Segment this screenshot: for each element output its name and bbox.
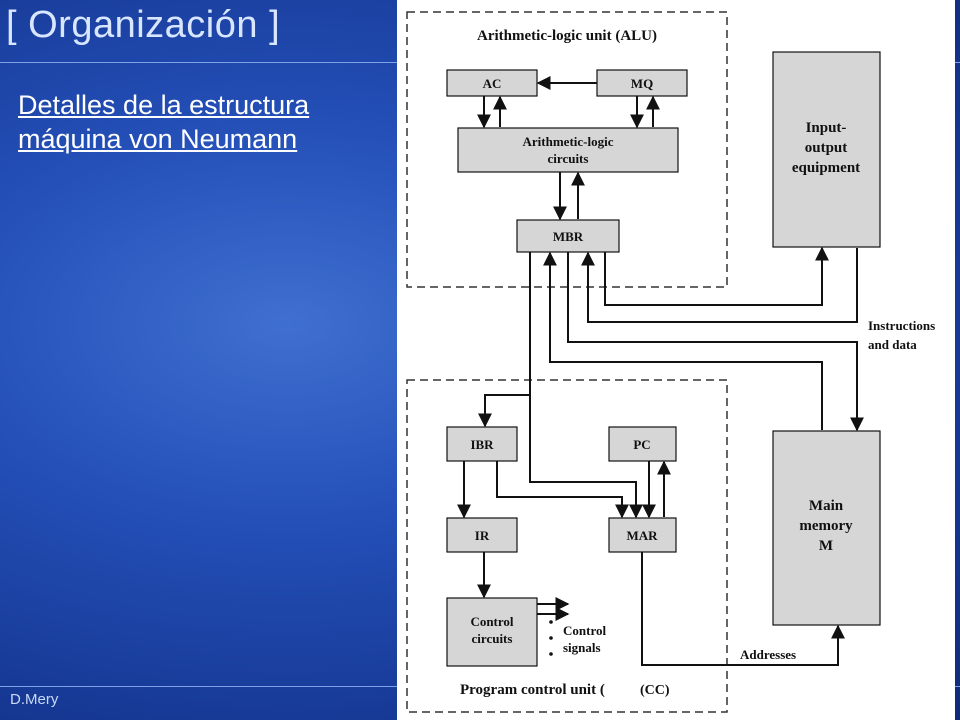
io-label-3: equipment [792, 160, 860, 176]
io-label-2: output [805, 140, 848, 156]
mar-register [608, 517, 677, 553]
pc-register [608, 426, 677, 462]
pc-label: PC [633, 437, 650, 452]
author-label: D.Mery [10, 691, 59, 708]
mbr-label: MBR [553, 229, 584, 244]
ibr-label: IBR [470, 437, 494, 452]
ac-label: AC [483, 76, 502, 91]
slide-subtitle: Detalles de la estructura máquina von Ne… [18, 88, 398, 156]
ac-register [446, 69, 538, 97]
control-circuits-label-1: Control [470, 614, 513, 629]
cc-label: (CC) [640, 683, 670, 698]
pcu-section-label: Program control unit ( [460, 682, 605, 698]
io-label-1: Input- [806, 120, 847, 136]
control-circuits-label-2: circuits [472, 631, 513, 646]
memory-label-3: M [819, 538, 833, 554]
addresses-label: Addresses [740, 647, 796, 662]
mq-register [596, 69, 688, 97]
mq-label: MQ [631, 76, 653, 91]
alc-label-2: circuits [548, 151, 589, 166]
memory-label-1: Main [809, 498, 844, 514]
subtitle-line-2: máquina von Neumann [18, 124, 298, 154]
von-neumann-diagram: Arithmetic-logic unit (ALU) AC MQ Arithm… [397, 0, 955, 720]
mar-label: MAR [626, 528, 658, 543]
ir-label: IR [475, 528, 490, 543]
ibr-register [446, 426, 518, 462]
ir-register [446, 517, 518, 553]
arithmetic-logic-circuits [457, 127, 679, 173]
control-signals-label-1: Control [563, 623, 606, 638]
memory-label-2: memory [799, 518, 853, 534]
instructions-data-label-2: and data [868, 337, 917, 352]
main-memory [772, 430, 881, 626]
connection-lines [457, 76, 864, 666]
subtitle-line-1: Detalles de la estructura [18, 90, 310, 120]
slide-title: [ Organización ] [6, 4, 281, 46]
control-circuits [446, 597, 538, 667]
program-control-unit-region [406, 379, 728, 713]
control-signals-label-2: signals [563, 640, 601, 655]
control-signal-dots [549, 620, 553, 656]
alu-section-label: Arithmetic-logic unit (ALU) [477, 28, 657, 44]
instructions-data-label-1: Instructions [868, 318, 935, 333]
alc-label-1: Arithmetic-logic [523, 134, 614, 149]
